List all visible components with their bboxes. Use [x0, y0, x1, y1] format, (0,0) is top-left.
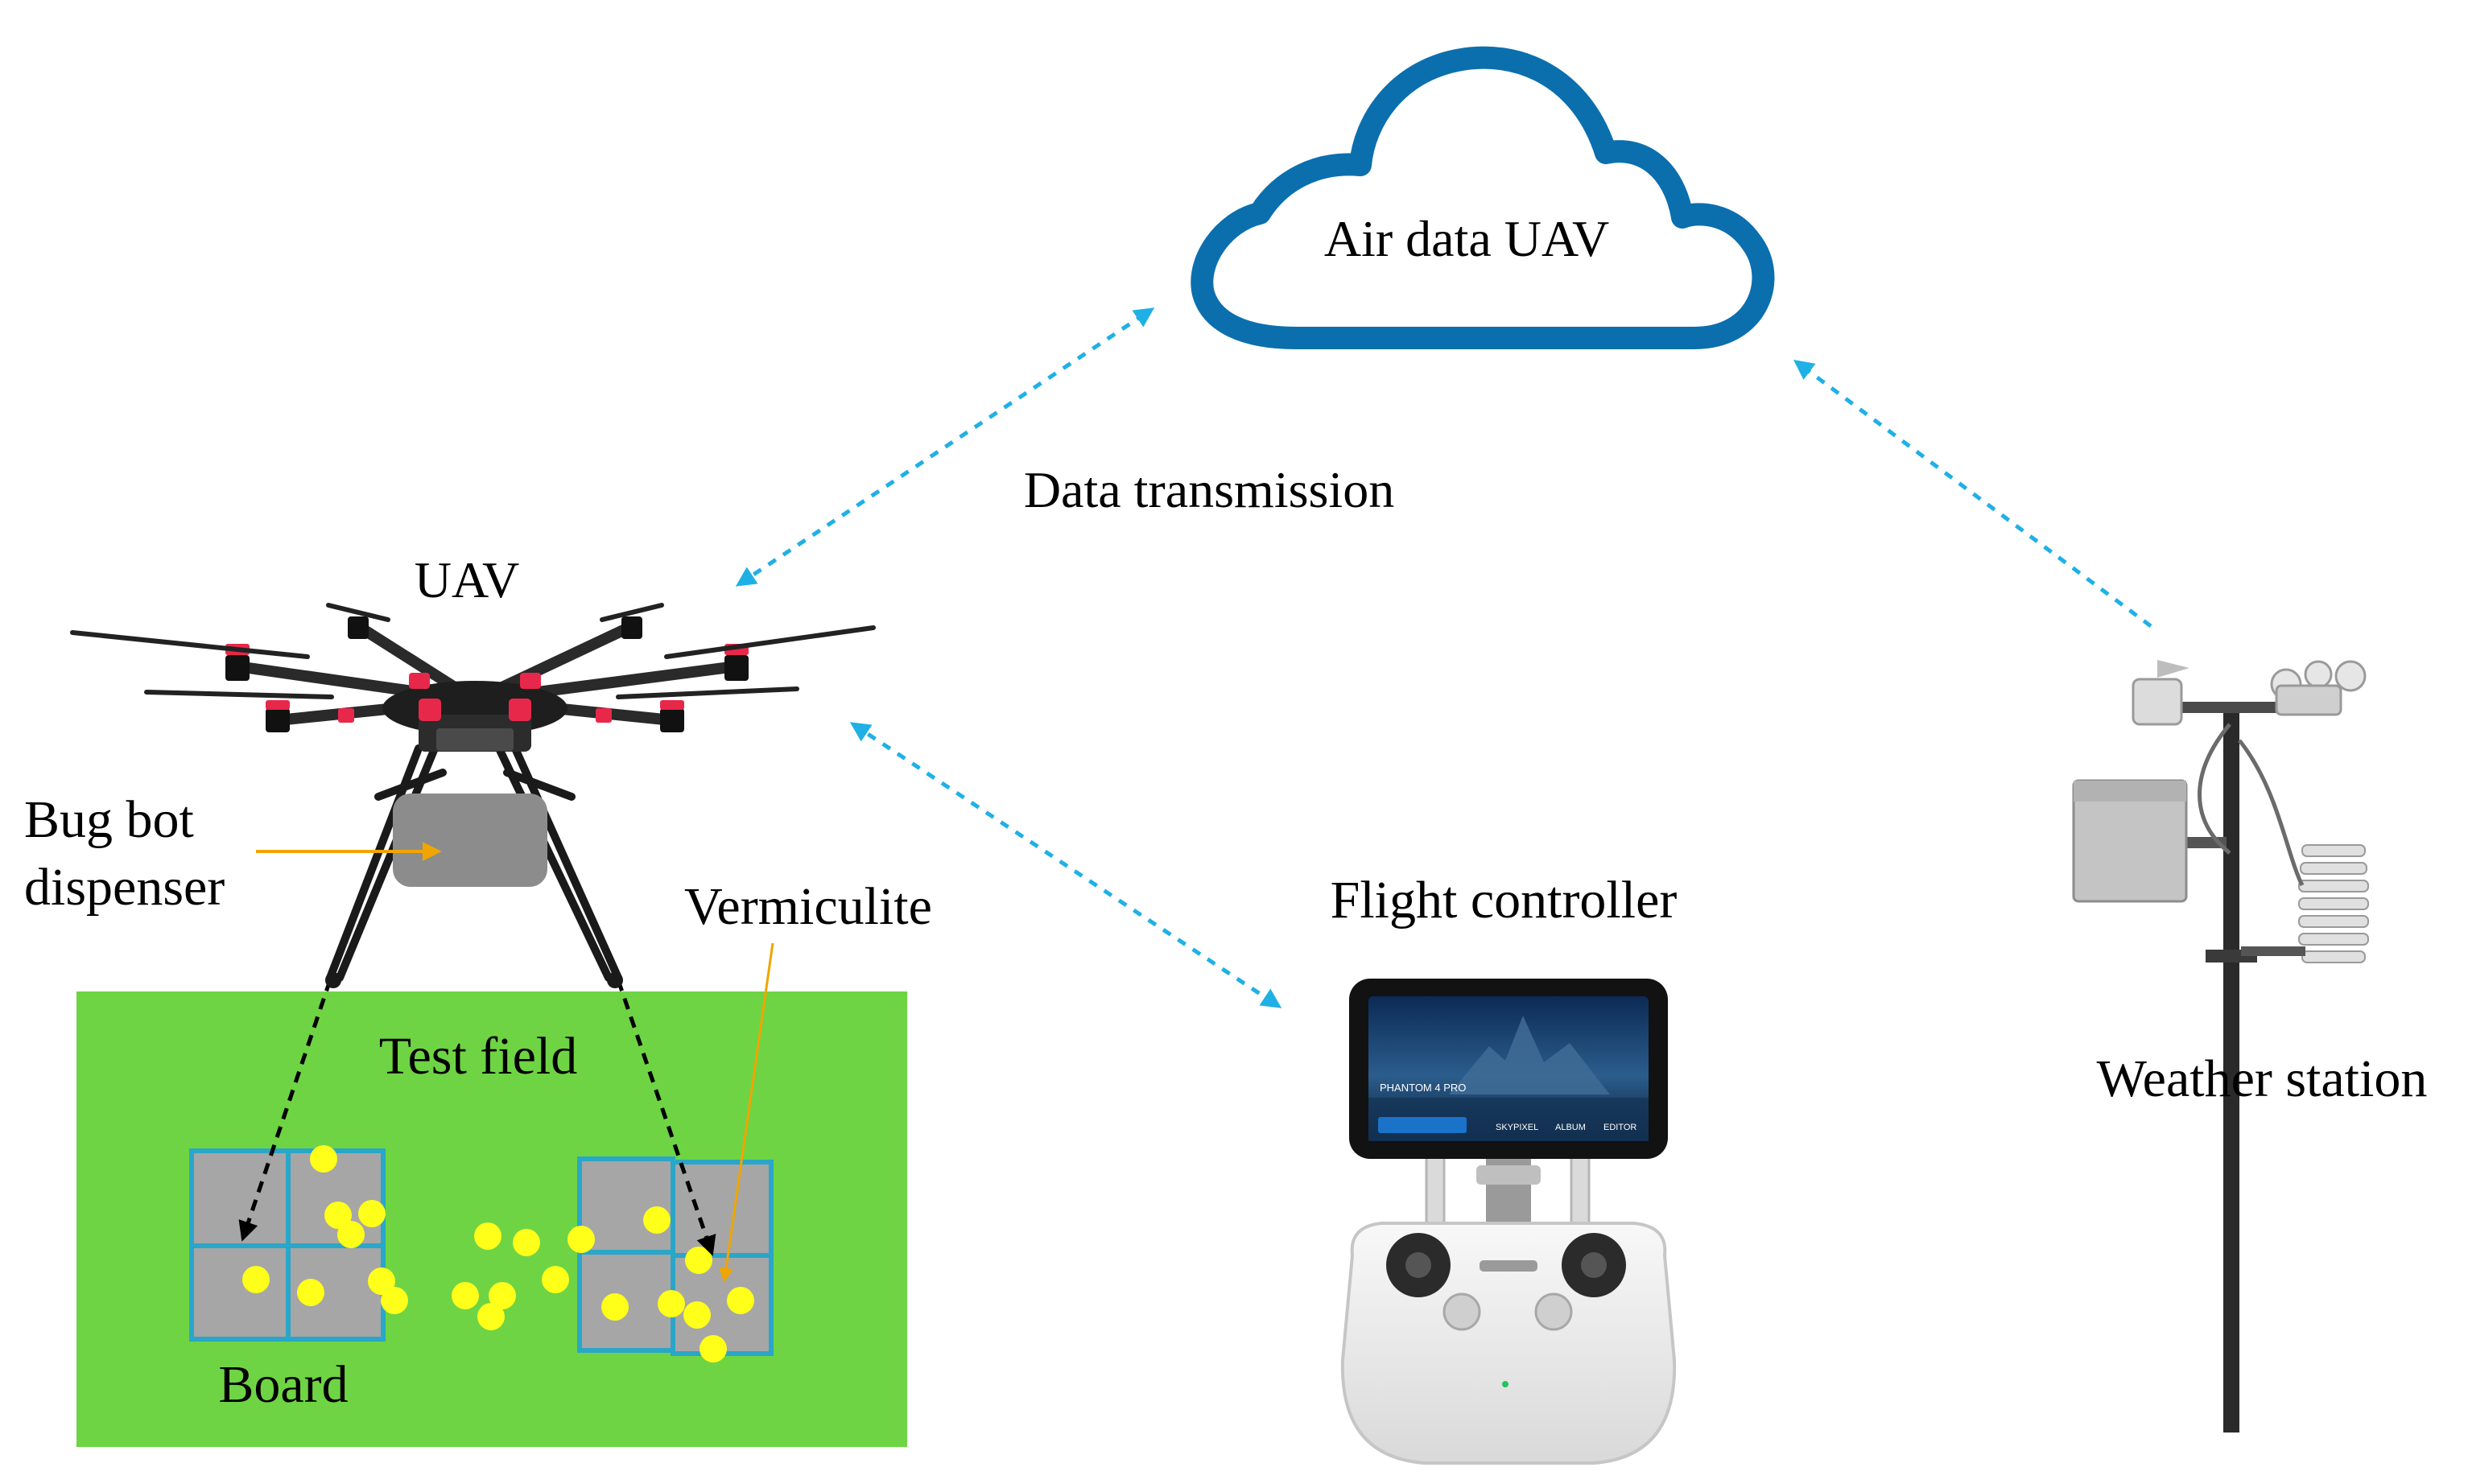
vermiculite-dot — [685, 1247, 712, 1274]
vermiculite-dot — [658, 1290, 685, 1317]
cloud-icon — [1191, 46, 1775, 349]
board — [189, 1243, 291, 1342]
vermiculite-dot — [337, 1221, 365, 1248]
vermiculite-dot — [542, 1266, 569, 1293]
vermiculite-dot — [324, 1202, 352, 1229]
flight-controller-label: Flight controller — [1331, 871, 1678, 930]
screen-product-text: PHANTOM 4 PRO — [1380, 1082, 1466, 1094]
cloud-label: Air data UAV — [1324, 210, 1609, 267]
weather-station-label: Weather station — [2097, 1049, 2428, 1108]
drone-icon — [70, 603, 876, 988]
board-label: Board — [218, 1355, 348, 1414]
screen-menu-editor: EDITOR — [1603, 1123, 1636, 1132]
bug-bot-dispenser — [393, 794, 547, 887]
board — [189, 1148, 291, 1248]
dispenser-label-line2: dispenser — [24, 858, 225, 917]
dispenser-label: Bug bot dispenser — [24, 790, 225, 917]
vermiculite-dot — [381, 1287, 408, 1314]
vermiculite-label: Vermiculite — [684, 877, 932, 936]
screen-menu-album: ALBUM — [1555, 1123, 1586, 1132]
board-group-right — [577, 1156, 774, 1356]
vermiculite-dot — [452, 1282, 479, 1309]
weather-cloud-link-arrow — [1793, 360, 2152, 629]
uav-cloud-link-arrow — [735, 307, 1155, 587]
vermiculite-dot — [358, 1200, 386, 1227]
vermiculite-dot — [242, 1266, 270, 1293]
vermiculite-dot — [513, 1229, 540, 1256]
vermiculite-dot — [700, 1335, 727, 1362]
board — [671, 1160, 774, 1258]
vermiculite-dot — [727, 1287, 754, 1314]
dispenser-label-line1: Bug bot — [24, 790, 194, 849]
uav-controller-link-arrow — [849, 722, 1282, 1008]
vermiculite-dot — [683, 1301, 711, 1329]
uav-label: UAV — [415, 551, 519, 608]
weather-station-icon — [2072, 660, 2369, 1432]
link-arrows — [735, 307, 2152, 1008]
vermiculite-dot — [489, 1282, 516, 1309]
drop-arrow-left — [238, 979, 332, 1242]
screen-menu-skypixel: SKYPIXEL — [1496, 1123, 1538, 1132]
vermiculite-dot — [297, 1279, 324, 1306]
vermiculite-dot — [310, 1145, 337, 1173]
vermiculite-dot — [643, 1206, 671, 1234]
data-transmission-label: Data transmission — [1024, 461, 1394, 518]
vermiculite-dot — [601, 1293, 629, 1321]
drop-arrows — [238, 979, 716, 1256]
vermiculite-dot — [477, 1303, 505, 1330]
vermiculite-dot — [474, 1222, 501, 1250]
remote-controller-icon: PHANTOM 4 PRO SKYPIXEL ALBUM EDITOR — [1340, 979, 1677, 1465]
test-field-label: Test field — [379, 1027, 577, 1086]
vermiculite-dot — [567, 1226, 595, 1253]
vermiculite-pointer-arrow — [719, 942, 774, 1283]
vermiculite-dots — [242, 1145, 754, 1362]
drop-arrow-right — [616, 979, 716, 1256]
vermiculite-dot — [368, 1268, 395, 1295]
board-group-left — [189, 1148, 386, 1342]
